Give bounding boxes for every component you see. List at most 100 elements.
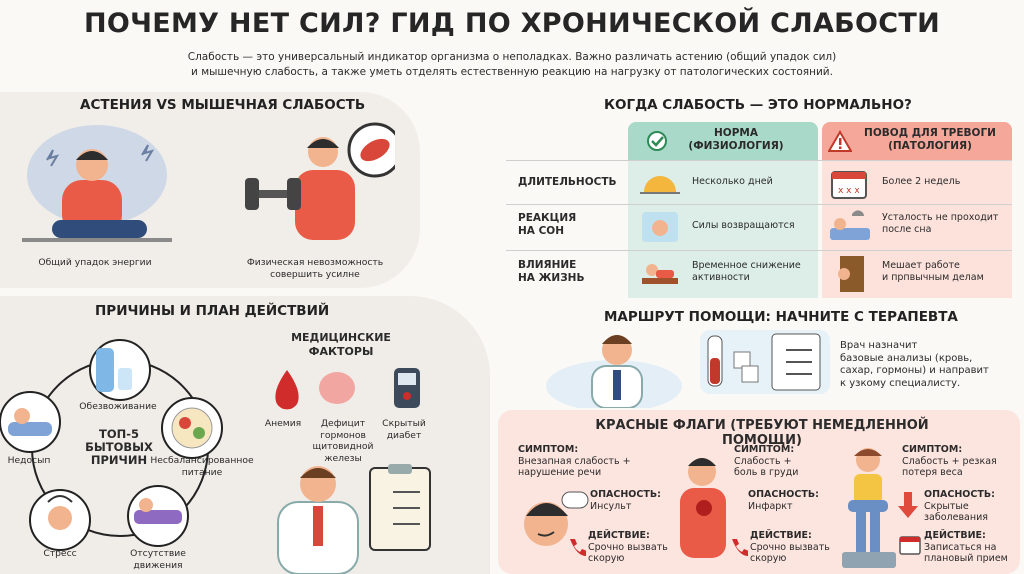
muscle-weakness-caption: Физическая невозможность совершить усилн…	[235, 257, 395, 280]
route-line: Врач назначит	[840, 340, 918, 351]
chest-pain-illustration	[680, 458, 726, 558]
symptom-line: нарушение речи	[518, 467, 602, 478]
warning-icon	[828, 130, 852, 152]
danger-text: Инсульт	[590, 500, 632, 512]
asthenia-heading: АСТЕНИЯ VS МЫШЕЧНАЯ СЛАБОСТЬ	[80, 97, 366, 113]
symptom-line: боль в груди	[734, 467, 799, 478]
header-line: (ПАТОЛОГИЯ)	[888, 140, 972, 152]
danger-label: ОПАСНОСТЬ:	[924, 489, 995, 500]
caption-line: гормонов	[320, 429, 366, 441]
flag3-action: ДЕЙСТВИЕ: Записаться на плановый прием	[924, 530, 1008, 565]
closed-door-icon	[838, 256, 864, 292]
cause-nutrition: Несбалансированное питание	[142, 455, 262, 478]
stroke-face-illustration	[524, 491, 589, 546]
heading-line: ФАКТОРЫ	[308, 345, 374, 358]
route-line: к узкому специалисту.	[840, 377, 961, 389]
medical-thyroid: Дефицит гормонов щитовидной железы	[308, 418, 378, 464]
causes-heading: ПРИЧИНЫ И ПЛАН ДЕЙСТВИЙ	[95, 303, 330, 319]
label-line: НА СОН	[518, 225, 564, 237]
alarm-life: Мешает работе и прпвычным делам	[882, 260, 984, 284]
caption-line: диабет	[386, 429, 422, 441]
normal-vs-alarm-table: НОРМА (ФИЗИОЛОГИЯ) ПОВОД ДЛЯ ТРЕВОГИ (ПА…	[506, 122, 1012, 298]
heading-line: МЕДИЦИНСКИЕ	[291, 331, 391, 344]
alarm-duration: Более 2 недель	[882, 176, 961, 187]
caption-line: питание	[181, 466, 223, 478]
action-line: Срочно вызвать	[588, 541, 668, 553]
weak-muscle-illustration	[245, 122, 395, 240]
label-line: ВЛИЯНИЕ	[518, 259, 577, 271]
route-line: сахар, гормоны) и направит	[840, 365, 989, 376]
action-line: скорую	[588, 553, 625, 564]
action-label: ДЕЙСТВИЕ:	[924, 530, 986, 541]
symptom-line: Слабость +	[734, 455, 792, 467]
column-norm-header: НОРМА (ФИЗИОЛОГИЯ)	[666, 127, 806, 153]
flag1-symptom: СИМПТОМ: Внезапная слабость + нарушение …	[518, 444, 631, 479]
caption-line: совершить усилне	[270, 268, 360, 280]
caption-line: Отсутствие	[130, 548, 186, 559]
flag2-danger: ОПАСНОСТЬ: Инфаркт	[748, 489, 819, 512]
norm-life: Временное снижение активности	[692, 260, 801, 284]
top5-label: ТОП-5 БЫТОВЫХ ПРИЧИН	[74, 428, 164, 467]
check-icon	[647, 131, 667, 151]
symptom-line: Внезапная слабость +	[518, 455, 631, 467]
flag3-danger: ОПАСНОСТЬ: Скрытые заболевания	[924, 489, 995, 524]
tired-in-bed-icon	[830, 210, 870, 240]
top5-line: ПРИЧИН	[90, 453, 148, 467]
top5-line: ТОП-5	[98, 427, 140, 441]
therapist-illustration	[546, 335, 682, 408]
header-line: НОРМА	[714, 127, 758, 139]
cause-sleep: Недосып	[7, 455, 51, 466]
doctor-clipboard-illustration	[277, 464, 431, 574]
intro-line: и мышечную слабость, а также уметь отдел…	[191, 66, 833, 78]
caption-line: движения	[133, 559, 183, 571]
top5-line: БЫТОВЫХ	[85, 440, 153, 454]
caption-line: щитовидной	[312, 441, 374, 452]
general-fatigue-caption: Общий упадок энергии	[38, 257, 152, 268]
row-label-duration: ДЛИТЕЛЬНОСТЬ	[518, 176, 617, 188]
header-line: (ФИЗИОЛОГИЯ)	[688, 140, 784, 152]
medical-diabetes: Скрытый диабет	[378, 418, 430, 441]
caption-line: Несбалансированное	[150, 455, 254, 466]
cell-line: Усталость не проходит	[882, 212, 999, 223]
danger-line: заболевания	[924, 512, 988, 523]
tired-person-illustration	[22, 125, 172, 242]
cell-line: и прпвычным делам	[882, 272, 984, 283]
awake-person-icon	[642, 212, 678, 242]
svg-text:x x x: x x x	[838, 186, 860, 196]
down-arrow-icon	[898, 492, 918, 518]
sunrise-icon	[640, 176, 680, 194]
weight-loss-illustration	[842, 448, 896, 568]
intro-line: Слабость — это универсальный индикатор о…	[187, 51, 837, 63]
calendar-icon: x x x	[831, 171, 867, 199]
row-label-life: ВЛИЯНИЕ НА ЖИЗНЬ	[518, 259, 584, 285]
alarm-sleep: Усталость не проходит после сна	[882, 212, 998, 236]
danger-label: ОПАСНОСТЬ:	[748, 489, 819, 500]
cell-line: Мешает работе	[882, 260, 960, 271]
route-heading: МАРШРУТ ПОМОЩИ: НАЧНИТЕ С ТЕРАПЕВТА	[604, 309, 958, 325]
norm-duration: Несколько дней	[692, 176, 773, 187]
flag1-danger: ОПАСНОСТЬ: Инсульт	[590, 489, 661, 512]
symptom-label: СИМПТОМ:	[902, 444, 963, 455]
danger-text: Инфаркт	[748, 500, 793, 512]
route-text: Врач назначит базовые анализы (кровь, са…	[840, 340, 989, 390]
action-line: плановый прием	[924, 553, 1008, 564]
medical-anemia: Анемия	[264, 418, 302, 429]
flag2-action: ДЕЙСТВИЕ: Срочно вызвать скорую	[750, 530, 830, 565]
cell-line: после сна	[882, 224, 932, 235]
intro-text: Слабость — это универсальный индикатор о…	[110, 50, 914, 80]
label-line: РЕАКЦИЯ	[518, 212, 577, 224]
cell-line: активности	[692, 272, 750, 283]
danger-line: Скрытые	[924, 500, 969, 512]
header-line: ПОВОД ДЛЯ ТРЕВОГИ	[864, 127, 996, 139]
caption-line: Физическая невозможность	[246, 257, 384, 268]
resting-person-icon	[642, 264, 678, 284]
caption-line: Дефицит	[320, 418, 366, 429]
cause-dehydration: Обезвоживание	[79, 401, 157, 412]
caption-line: Скрытый	[382, 418, 426, 429]
route-line: базовые анализы (кровь,	[840, 352, 973, 364]
action-line: Записаться на	[924, 541, 997, 553]
row-label-sleep: РЕАКЦИЯ НА СОН	[518, 212, 576, 238]
phone-icon	[570, 539, 586, 556]
red-flags-panel	[498, 410, 1020, 574]
action-label: ДЕЙСТВИЕ:	[588, 530, 650, 541]
